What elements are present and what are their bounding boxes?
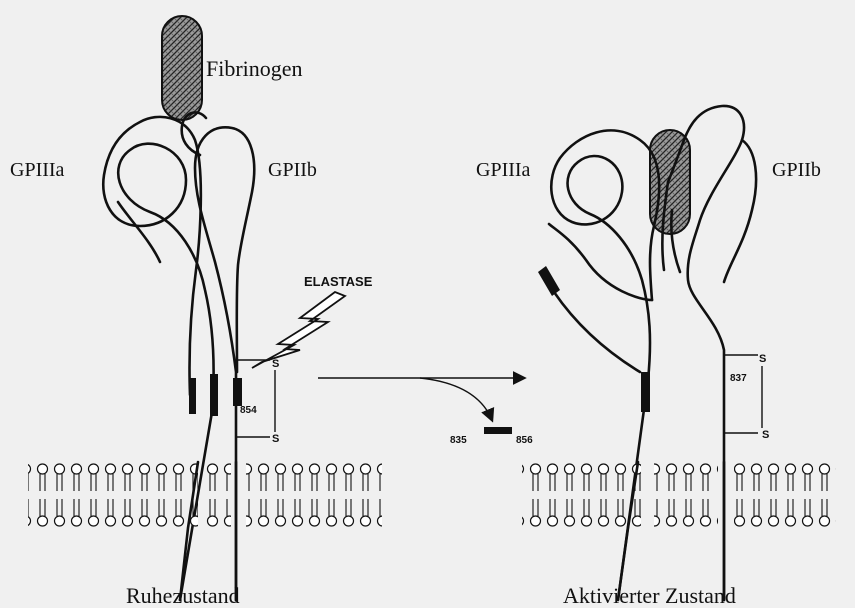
tm-segment-b-left	[210, 374, 218, 416]
sulfur-bottom-left: S	[272, 433, 279, 445]
residue-837-label: 837	[730, 373, 747, 384]
caption-activated-state: Aktivierter Zustand	[563, 583, 736, 608]
membrane-right	[522, 462, 836, 528]
gpiib-chain-left	[195, 127, 254, 600]
fibrinogen-molecule	[162, 16, 202, 120]
residue-854-label: 854	[240, 405, 257, 416]
gpiib-label-right: GPIIb	[772, 159, 821, 181]
tm-segment-a-left	[189, 378, 196, 414]
sulfur-top-right: S	[759, 353, 766, 365]
activated-state-panel: S 837 S GPIIIa GPIIb	[476, 106, 836, 600]
cleavage-arrow-group: 835 856	[318, 378, 533, 446]
disulfide-bond-right	[724, 355, 762, 433]
released-fragment	[484, 427, 512, 434]
gpiib-label-left: GPIIb	[268, 159, 317, 181]
gpiiia-strand-left	[118, 202, 160, 262]
tm-segment-right	[641, 372, 650, 412]
disulfide-bond-left	[237, 360, 275, 437]
fragment-end-label: 856	[516, 435, 533, 446]
gpiiia-label-right: GPIIIa	[476, 159, 531, 181]
tm-segment-c-left	[233, 378, 242, 406]
fibrinogen-label: Fibrinogen	[206, 56, 303, 81]
sulfur-top-left: S	[272, 358, 279, 370]
sulfur-bottom-right: S	[762, 429, 769, 441]
elastase-lightning-icon	[252, 292, 345, 368]
gpiiia-chain-right	[551, 130, 659, 600]
gpiiia-label-left: GPIIIa	[10, 159, 65, 181]
gpiib-strand-right	[724, 140, 756, 282]
resting-state-panel: Fibrinogen S S 854 ELASTASE GPIIIa GPI	[10, 16, 382, 600]
gpiiia-head-right	[538, 266, 560, 296]
membrane-left	[28, 462, 382, 528]
gpiib-strand-left	[182, 112, 206, 155]
caption-resting-state: Ruhezustand	[126, 583, 240, 608]
fragment-release-arrow	[420, 378, 492, 420]
fragment-start-label: 835	[450, 435, 467, 446]
elastase-label: ELASTASE	[304, 274, 373, 289]
